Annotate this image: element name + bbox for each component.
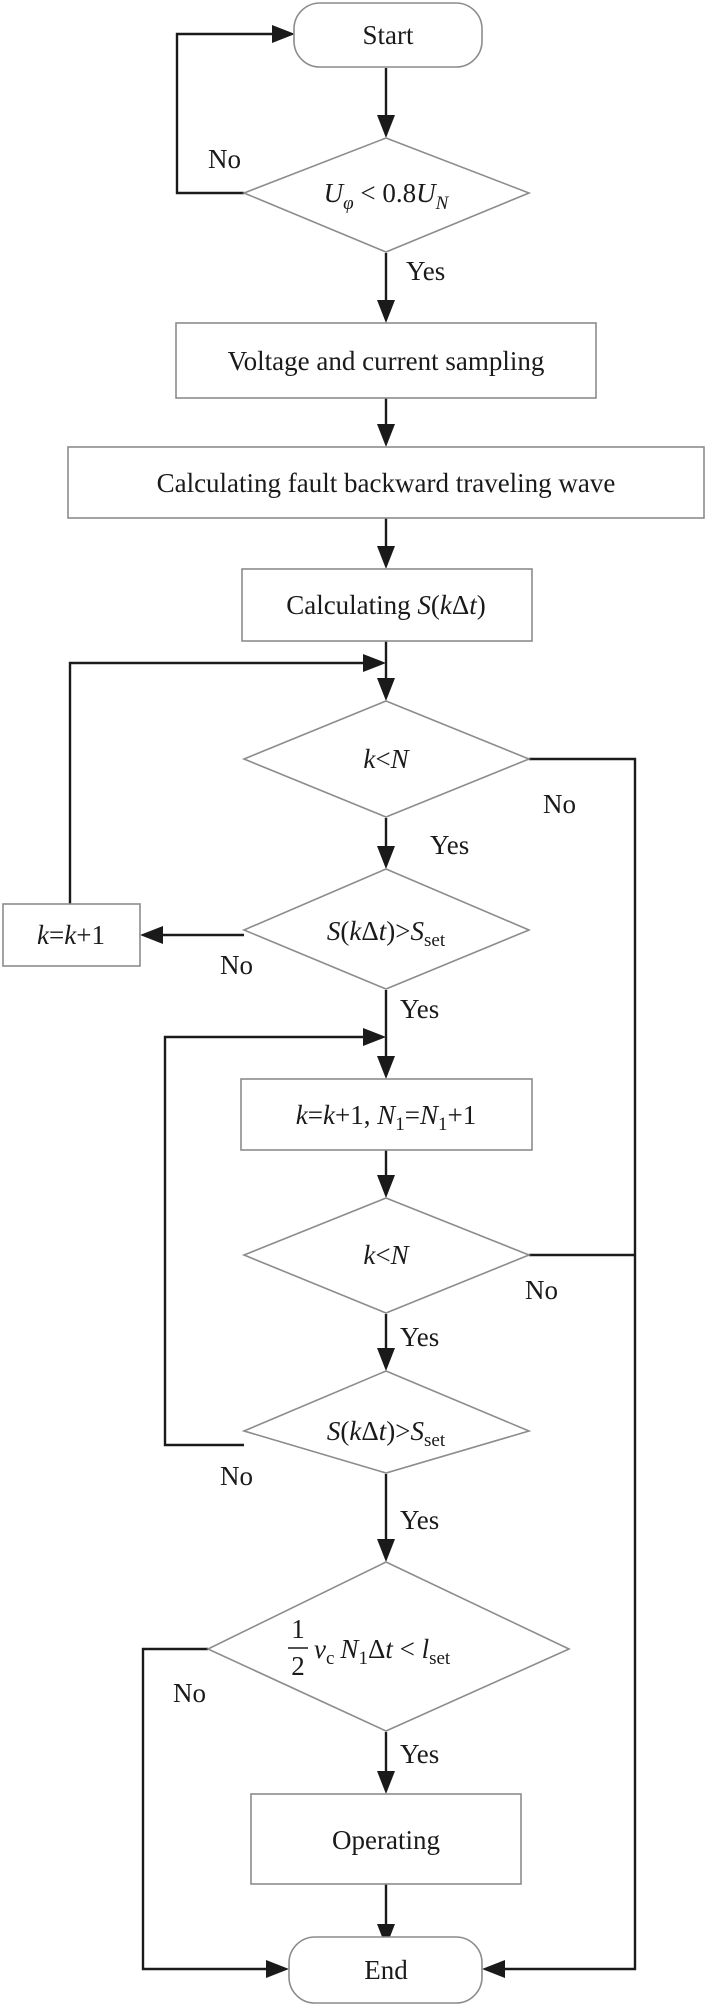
- arrow-head: [377, 1348, 395, 1371]
- k-check-2-diamond: [241, 1197, 532, 1314]
- edge-inner-loop: [163, 1035, 373, 1447]
- label-yes-k-check-2: Yes: [400, 1322, 439, 1352]
- arrow-head: [377, 1771, 395, 1794]
- label-no-s-check-1: No: [220, 950, 253, 980]
- sampling-box: [175, 322, 597, 399]
- edge-distance-no: [141, 1647, 275, 1971]
- k-check-2-decision: k<N: [241, 1197, 532, 1314]
- fraction-denominator: 2: [291, 1651, 305, 1681]
- operating-label: Operating: [332, 1825, 440, 1855]
- arrow-head: [266, 1960, 289, 1978]
- backward-wave-step: Calculating fault backward traveling wav…: [67, 446, 705, 519]
- voltage-check-label: Uφ < 0.8UN: [324, 178, 450, 214]
- arrow-head: [377, 1175, 395, 1198]
- backward-wave-box: [67, 446, 705, 519]
- arrow-head: [377, 678, 395, 701]
- increment-k-n1-label: k=k+1, N1=N1+1: [296, 1100, 476, 1135]
- operating-step: Operating: [250, 1793, 522, 1885]
- sampling-step: Voltage and current sampling: [175, 322, 597, 399]
- arrow-head: [377, 1539, 395, 1562]
- k-check-1-label: k<N: [363, 744, 410, 774]
- arrow-head: [377, 846, 395, 869]
- arrow-head: [482, 1960, 505, 1978]
- k-check-2-label: k<N: [363, 1240, 410, 1270]
- calc-s-label: Calculating S(kΔt): [286, 590, 486, 620]
- s-check-2-diamond: [241, 1370, 532, 1474]
- label-no-k-check-2: No: [525, 1275, 558, 1305]
- arrow-head: [363, 654, 386, 672]
- arrow-head: [272, 25, 295, 43]
- label-yes-s-check-2: Yes: [400, 1505, 439, 1535]
- label-no-s-check-2: No: [220, 1461, 253, 1491]
- label-no-k-check-1: No: [543, 789, 576, 819]
- start-label: Start: [363, 20, 414, 50]
- start-terminal: [293, 2, 483, 68]
- sampling-label: Voltage and current sampling: [228, 346, 545, 376]
- fraction-numerator: 1: [291, 1614, 305, 1644]
- edge-increment-loop: [68, 661, 373, 904]
- end-node: End: [288, 1936, 483, 2004]
- voltage-check-diamond: [241, 137, 532, 253]
- arrow-head: [377, 546, 395, 569]
- increment-k-label: k=k+1: [37, 920, 105, 950]
- branch-labels: No Yes No Yes No Yes No Yes No Yes No Ye…: [173, 144, 576, 1769]
- arrow-head: [377, 115, 395, 138]
- calc-s-step: Calculating S(kΔt): [241, 568, 533, 642]
- increment-k-box: [2, 903, 141, 967]
- s-check-1-diamond: [241, 868, 532, 990]
- label-no-voltage: No: [208, 144, 241, 174]
- end-label: End: [364, 1955, 408, 1985]
- distance-check-diamond: [206, 1561, 571, 1732]
- s-check-2-label: S(kΔt)>Sset: [327, 1416, 446, 1451]
- arrow-head: [377, 424, 395, 447]
- arrow-head: [377, 1924, 395, 1947]
- voltage-check-decision: Uφ < 0.8UN: [241, 137, 532, 253]
- increment-k-step: k=k+1: [2, 903, 141, 967]
- arrow-head: [363, 1028, 386, 1046]
- label-yes-k-check-1: Yes: [430, 830, 469, 860]
- edge-voltage-no-loop: [175, 32, 280, 195]
- arrow-heads: [140, 25, 505, 1978]
- increment-k-n1-step: k=k+1, N1=N1+1: [240, 1078, 533, 1151]
- calc-s-box: [241, 568, 533, 642]
- k-check-1-decision: k<N: [241, 700, 532, 818]
- arrow-head: [140, 926, 163, 944]
- increment-k-n1-box: [240, 1078, 533, 1151]
- operating-box: [250, 1793, 522, 1885]
- edge-k-check-1-no: [496, 757, 637, 1971]
- start-node: Start: [293, 2, 483, 68]
- arrow-head: [377, 300, 395, 323]
- end-terminal: [288, 1936, 483, 2004]
- label-yes-voltage: Yes: [406, 256, 445, 286]
- s-check-1-label: S(kΔt)>Sset: [327, 916, 446, 951]
- label-yes-s-check-1: Yes: [400, 994, 439, 1024]
- backward-wave-label: Calculating fault backward traveling wav…: [157, 468, 616, 498]
- s-check-1-decision: S(kΔt)>Sset: [241, 868, 532, 990]
- arrow-head: [377, 1056, 395, 1079]
- k-check-1-diamond: [241, 700, 532, 818]
- s-check-2-decision: S(kΔt)>Sset: [241, 1370, 532, 1474]
- label-no-distance-check: No: [173, 1678, 206, 1708]
- label-yes-distance-check: Yes: [400, 1739, 439, 1769]
